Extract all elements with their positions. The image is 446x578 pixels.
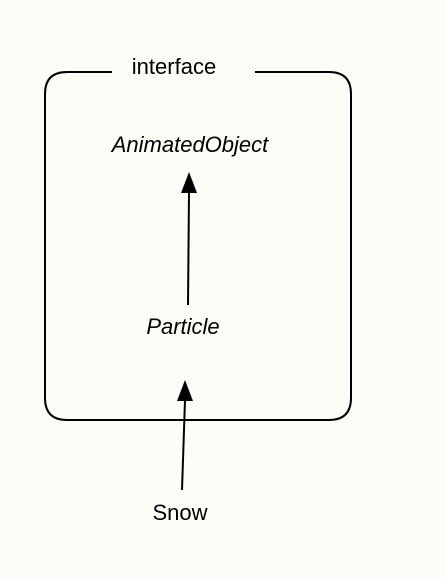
arrowhead-animated-object	[181, 172, 197, 193]
edge-particle-to-animated-object	[187, 191, 190, 306]
node-snow[interactable]: Snow	[152, 500, 207, 525]
edge-snow-to-particle	[181, 399, 186, 491]
arrowhead-particle	[177, 380, 193, 401]
interface-group-label: interface	[132, 54, 216, 79]
interface-group-frame	[44, 71, 352, 421]
node-animated-object[interactable]: AnimatedObject	[110, 132, 269, 157]
node-particle[interactable]: Particle	[146, 314, 219, 339]
